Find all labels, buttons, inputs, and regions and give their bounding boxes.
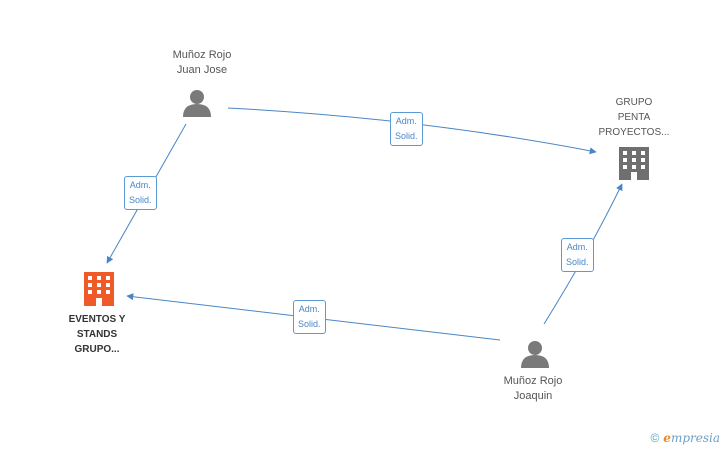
node-label-line: Juan Jose <box>176 64 228 76</box>
edge-label-joaquin-penta: Adm. Solid. <box>561 238 594 272</box>
edge-label-line: Solid. <box>129 195 152 205</box>
edge-label-line: Solid. <box>298 319 321 329</box>
node-label-line: Joaquin <box>513 390 553 402</box>
node-label-line: EVENTOS Y <box>68 314 126 325</box>
node-label-line: GRUPO... <box>74 344 120 355</box>
copyright-icon: © <box>650 431 660 445</box>
node-label-line: STANDS <box>76 329 118 340</box>
edge-label-line: Solid. <box>566 257 589 267</box>
node-label-line: GRUPO <box>615 97 653 108</box>
node-label-line: Muñoz Rojo <box>503 375 563 387</box>
node-label-line: Muñoz Rojo <box>172 49 232 61</box>
edge-label-joaquin-eventos: Adm. Solid. <box>293 300 326 334</box>
node-label-grupo-penta[interactable]: GRUPO PENTA PROYECTOS... <box>584 95 684 140</box>
edge-label-line: Adm. <box>395 116 417 126</box>
person-icon[interactable] <box>183 90 211 117</box>
node-label-juan-jose[interactable]: Muñoz Rojo Juan Jose <box>152 48 252 78</box>
edge-label-line: Adm. <box>129 180 151 190</box>
building-icon-highlight[interactable] <box>84 272 114 306</box>
edge-label-line: Solid. <box>395 131 418 141</box>
edge-label-line: Adm. <box>298 304 320 314</box>
edge-label-juan-penta: Adm. Solid. <box>390 112 423 146</box>
node-label-eventos-stands[interactable]: EVENTOS Y STANDS GRUPO... <box>47 312 147 357</box>
brand-initial: e <box>663 431 671 445</box>
node-label-line: PROYECTOS... <box>598 127 670 138</box>
empresia-logo: ©empresia <box>650 431 720 445</box>
edge-label-line: Adm. <box>566 242 588 252</box>
brand-name: mpresia <box>670 431 720 445</box>
person-icon[interactable] <box>521 341 549 368</box>
building-icon[interactable] <box>619 147 649 180</box>
node-label-line: PENTA <box>617 112 651 123</box>
node-label-joaquin[interactable]: Muñoz Rojo Joaquin <box>483 374 583 404</box>
edge-label-juan-eventos: Adm. Solid. <box>124 176 157 210</box>
